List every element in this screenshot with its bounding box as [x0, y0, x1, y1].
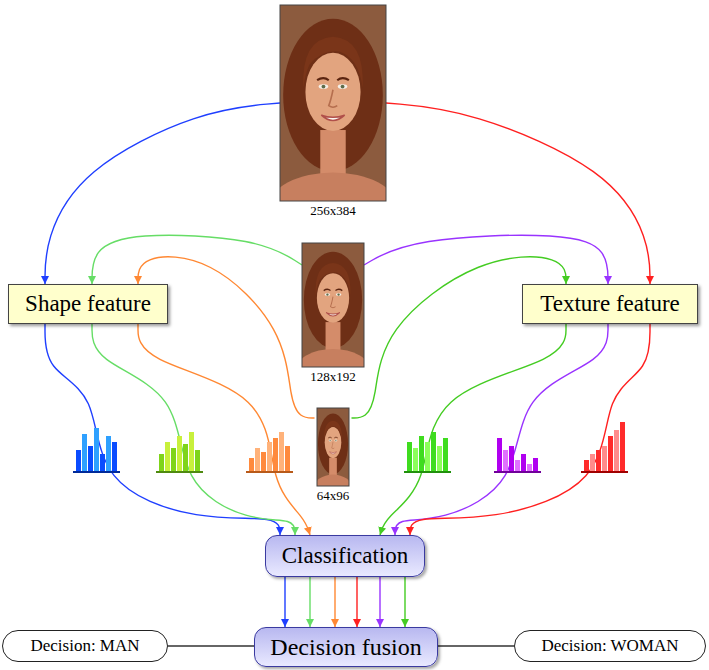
histogram-bar [171, 448, 176, 472]
histogram [404, 432, 451, 472]
histogram [156, 432, 203, 472]
histogram [581, 422, 628, 472]
box-label: Texture feature [540, 291, 680, 316]
histogram-axis [73, 471, 120, 473]
box-label: Classification [282, 543, 408, 568]
flow-connector [309, 577, 310, 627]
histogram-bar [106, 436, 111, 472]
image-size-caption: 256x384 [310, 204, 356, 218]
histogram [494, 438, 541, 472]
histogram-bar [443, 438, 448, 472]
histogram [246, 432, 293, 472]
flow-connector [138, 257, 315, 418]
histogram-bar [255, 448, 260, 472]
flow-connector [438, 645, 514, 646]
histogram-bar [620, 422, 625, 472]
histogram-bar [596, 450, 601, 472]
face-photo: 64x96 [315, 408, 352, 503]
histogram-bar [189, 432, 194, 472]
histogram-bar [497, 438, 502, 472]
photo-frame [302, 243, 364, 367]
box-label: Decision: MAN [30, 637, 139, 656]
histogram [73, 428, 120, 472]
histogram-bar [413, 448, 418, 472]
flow-connector [380, 324, 566, 535]
histogram-bar [267, 442, 272, 472]
histogram-bar [249, 458, 254, 472]
flow-connector [284, 577, 285, 627]
histogram-bar [515, 460, 520, 472]
decision-box: Decision: MAN [2, 630, 168, 662]
histogram-bar [82, 434, 87, 472]
flow-connector [404, 577, 405, 627]
histogram-bar [584, 460, 589, 472]
histogram-bar [614, 430, 619, 472]
histogram-bar [407, 442, 412, 472]
histogram-bar [261, 452, 266, 472]
histogram-axis [581, 471, 628, 473]
feature-box: Shape feature [8, 284, 168, 324]
histogram-bar [590, 454, 595, 472]
histogram-bar [195, 450, 200, 472]
histogram-bar [273, 438, 278, 472]
flow-connector [45, 324, 280, 535]
image-size-caption: 128x192 [310, 370, 356, 384]
photo-frame [317, 408, 349, 486]
histogram-axis [494, 471, 541, 473]
histogram-bar [183, 444, 188, 472]
flow-connector [168, 645, 254, 646]
histogram-bar [279, 432, 284, 472]
histogram-bar [165, 442, 170, 472]
histogram-bar [94, 428, 99, 472]
histogram-bar [159, 454, 164, 472]
histogram-axis [156, 471, 203, 473]
flow-connector [352, 257, 567, 418]
flow-connector [364, 235, 608, 284]
histogram-bar [76, 450, 81, 472]
histogram-bar [608, 436, 613, 472]
decision-box: Decision: WOMAN [514, 630, 706, 662]
histogram-bar [521, 454, 526, 472]
feature-box: Texture feature [522, 284, 698, 324]
image-size-caption: 64x96 [317, 489, 350, 503]
box-label: Shape feature [25, 291, 151, 316]
histogram-bar [527, 464, 532, 472]
flow-connector [410, 324, 650, 535]
histogram-axis [404, 471, 451, 473]
histogram-bar [112, 442, 117, 472]
box-label: Decision: WOMAN [541, 637, 678, 656]
face-photo-image [314, 408, 352, 502]
histogram-bar [437, 446, 442, 472]
histogram-bar [419, 436, 424, 472]
histogram-bar [88, 446, 93, 472]
flow-connector [92, 235, 302, 284]
histogram-bar [509, 446, 514, 472]
histogram-bar [503, 450, 508, 472]
histogram-axis [246, 471, 293, 473]
flow-connector [395, 324, 608, 535]
flow-connector [138, 324, 310, 535]
face-photo-image [296, 243, 370, 392]
face-photo: 256x384 [280, 5, 386, 218]
histogram-bar [425, 442, 430, 472]
histogram-bar [177, 436, 182, 472]
histogram-bar [533, 458, 538, 472]
histogram-bar [100, 454, 105, 472]
face-photo: 128x192 [302, 243, 364, 384]
photo-frame [280, 5, 386, 201]
flow-connector [356, 577, 357, 627]
histogram-bar [602, 446, 607, 472]
flow-connector [334, 577, 335, 627]
flow-connector [379, 577, 380, 627]
fusion-box: Decision fusion [254, 627, 438, 667]
histogram-bar [285, 446, 290, 472]
box-label: Decision fusion [270, 634, 421, 660]
face-photo-image [269, 5, 396, 240]
histogram-bar [431, 432, 436, 472]
classifier-box: Classification [265, 535, 425, 577]
